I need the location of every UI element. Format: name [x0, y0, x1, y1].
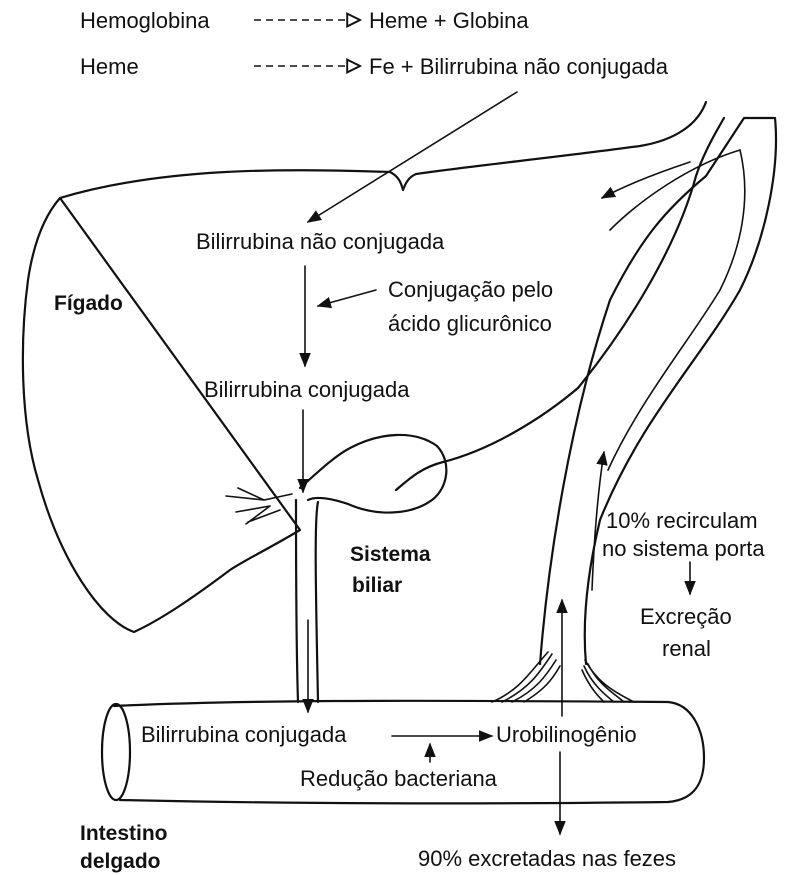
renal-excretion-label-2: renal: [662, 636, 711, 661]
intestine-label-2: delgado: [80, 850, 161, 873]
recirculate-label-1: 10% recirculam: [606, 508, 758, 533]
portal-vein-inner-line: [608, 150, 745, 470]
reaction-1-substrate: Hemoglobina: [80, 8, 210, 33]
arrow-to-liver: [308, 92, 517, 222]
feces-excretion-label: 90% excretadas nas fezes: [418, 846, 676, 871]
conjugation-label-1: Conjugação pelo: [388, 277, 553, 302]
urobilinogen-label: Urobilinogênio: [496, 722, 637, 747]
unconjugated-bilirubin-label: Bilirrubina não conjugada: [196, 229, 445, 254]
arrow-conjugation-pointer: [318, 290, 376, 306]
bacterial-reduction-label: Redução bacteriana: [300, 766, 498, 791]
recirculate-label-2: no sistema porta: [602, 536, 765, 561]
intestine-conjugated-label: Bilirrubina conjugada: [141, 722, 347, 747]
liver-label: Fígado: [54, 292, 123, 315]
conjugated-bilirubin-label: Bilirrubina conjugada: [204, 377, 410, 402]
portal-tributaries: [492, 652, 634, 702]
conjugation-label-2: ácido glicurônico: [388, 311, 552, 336]
renal-excretion-label-1: Excreção: [640, 604, 732, 629]
biliary-label-1: Sistema: [350, 543, 431, 566]
intestine-label-1: Intestino: [80, 822, 168, 845]
gallbladder: [300, 435, 446, 513]
reaction-1-products: Heme + Globina: [369, 8, 529, 33]
reaction-2-substrate: Heme: [80, 54, 139, 79]
reaction-2-products: Fe + Bilirrubina não conjugada: [369, 54, 669, 79]
arrow-portal-to-liver: [602, 162, 690, 198]
intestine-opening: [102, 704, 130, 800]
arrow-portal-return: [592, 452, 604, 590]
biliary-label-2: biliar: [352, 574, 402, 597]
